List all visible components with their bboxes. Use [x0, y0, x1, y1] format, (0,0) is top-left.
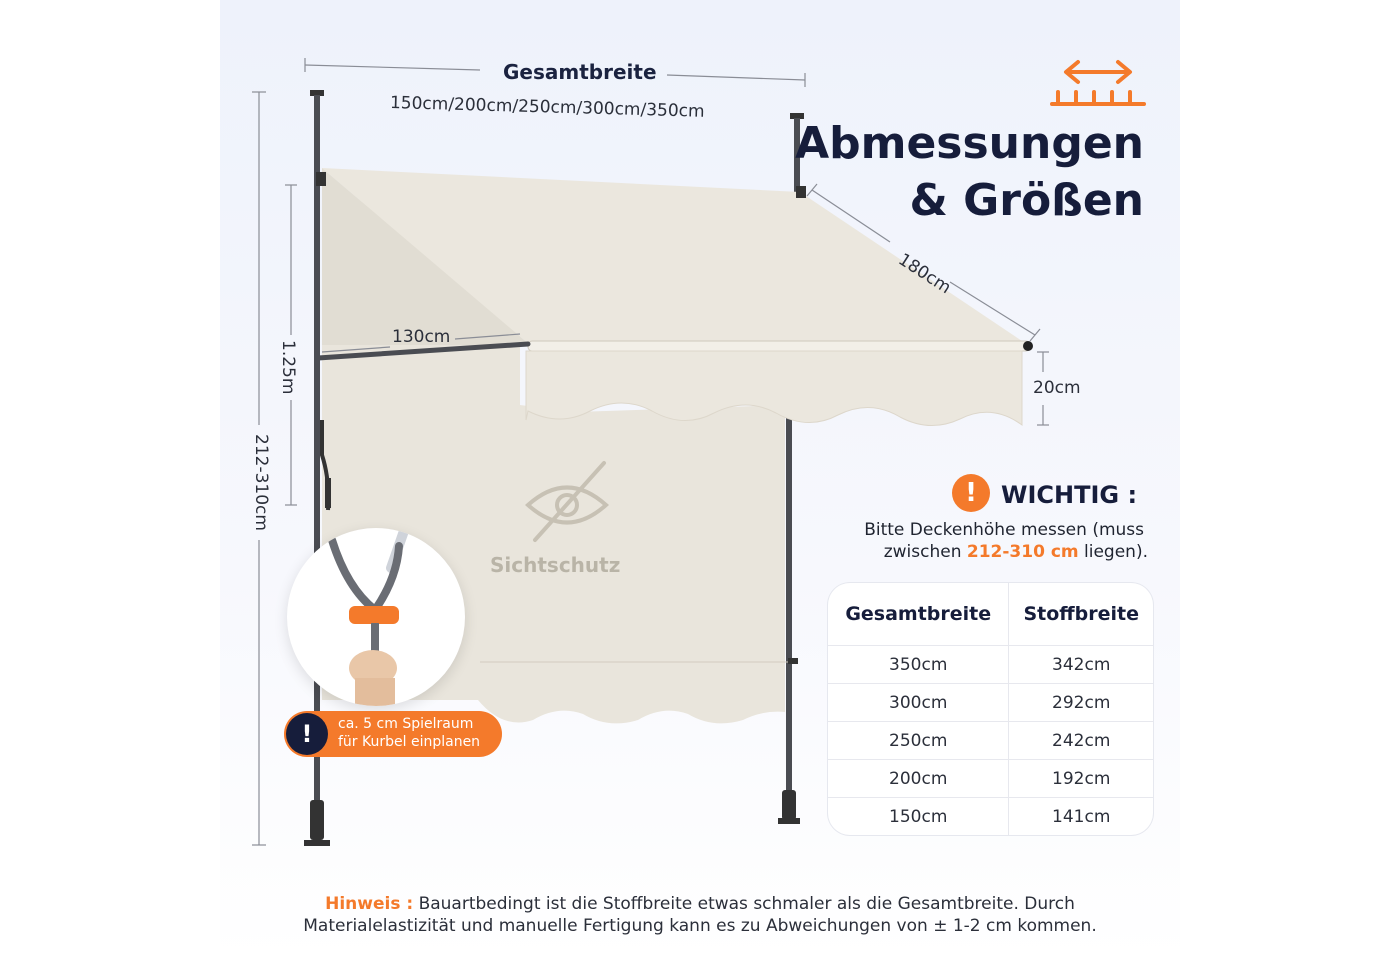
- depth-dimension: [806, 183, 1041, 342]
- important-range-highlight: 212-310 cm: [966, 542, 1079, 562]
- page-title: Abmessungen: [795, 118, 1144, 169]
- size-table: Gesamtbreite Stoffbreite 350cm 342cm 300…: [828, 583, 1153, 835]
- crank-handle-illustration: [328, 528, 410, 706]
- arm-dimension: [321, 333, 521, 353]
- table-cell-overall-width: 300cm: [828, 683, 1009, 722]
- arm-height-label: 1.25m: [278, 340, 298, 395]
- exclamation-icon: !: [952, 474, 990, 512]
- valance-dimension: [1037, 351, 1049, 426]
- canopy-shade: [322, 168, 530, 345]
- left-pole: [304, 90, 330, 846]
- table-cell-fabric-width: 192cm: [1008, 759, 1153, 798]
- eye-slash-icon: [525, 461, 609, 542]
- support-arm: [315, 341, 531, 361]
- column-header-fabric-width: Stoffbreite: [1008, 583, 1153, 646]
- important-text-line1: Bitte Deckenhöhe messen (muss: [864, 520, 1144, 540]
- arm-length-label: 130cm: [392, 327, 451, 347]
- table-cell-fabric-width: 141cm: [1008, 797, 1153, 835]
- column-header-overall-width: Gesamtbreite: [845, 603, 992, 625]
- crank-note-line1: ca. 5 cm Spielraum: [338, 716, 474, 732]
- important-text-line2: zwischen 212-310 cm liegen).: [884, 542, 1148, 562]
- pole-height-label: 212-310cm: [251, 434, 271, 531]
- canopy: [322, 168, 1028, 345]
- table-row: 350cm 342cm: [828, 645, 1153, 684]
- table-cell-fabric-width: 292cm: [1008, 683, 1153, 722]
- table-cell-fabric-width: 242cm: [1008, 721, 1153, 760]
- privacy-label: Sichtschutz: [490, 553, 621, 577]
- valance: [525, 350, 1023, 427]
- table-cell-overall-width: 150cm: [828, 797, 1009, 835]
- table-cell-overall-width: 350cm: [828, 645, 1009, 684]
- footer-note-line1: Hinweis : Bauartbedingt ist die Stoffbre…: [0, 894, 1400, 914]
- table-row: 250cm 242cm: [828, 721, 1153, 760]
- important-text-after: liegen).: [1078, 542, 1148, 562]
- table-row: 200cm 192cm: [828, 759, 1153, 798]
- right-pole: [778, 113, 804, 824]
- exclamation-icon: !: [286, 713, 328, 755]
- important-title: WICHTIG :: [1001, 481, 1138, 509]
- table-row: 150cm 141cm: [828, 797, 1153, 835]
- crank-note-line2: für Kurbel einplanen: [338, 734, 481, 750]
- table-row: 300cm 292cm: [828, 683, 1153, 722]
- overall-width-label: Gesamtbreite: [503, 60, 657, 84]
- table-cell-fabric-width: 342cm: [1008, 645, 1153, 684]
- width-arrows-icon: [1050, 60, 1146, 106]
- side-screen-wave: [478, 700, 785, 724]
- pole-height-dimension: [252, 91, 266, 846]
- front-rail: [527, 340, 1031, 352]
- footer-note-text1: Bauartbedingt ist die Stoffbreite etwas …: [413, 894, 1075, 914]
- valance-height-label: 20cm: [1033, 378, 1081, 398]
- footer-note-line2: Materialelastizität und manuelle Fertigu…: [303, 916, 1097, 936]
- footer-note-label: Hinweis :: [325, 894, 414, 914]
- size-table-header-row: Gesamtbreite Stoffbreite: [828, 583, 1153, 646]
- table-cell-overall-width: 200cm: [828, 759, 1009, 798]
- arm-height-dimension: [285, 184, 297, 506]
- overall-width-dimension: [304, 58, 806, 87]
- important-text-before: zwischen: [883, 542, 967, 562]
- table-cell-overall-width: 250cm: [828, 721, 1009, 760]
- page-subtitle: & Größen: [909, 175, 1144, 226]
- crank-detail-image: [287, 528, 465, 706]
